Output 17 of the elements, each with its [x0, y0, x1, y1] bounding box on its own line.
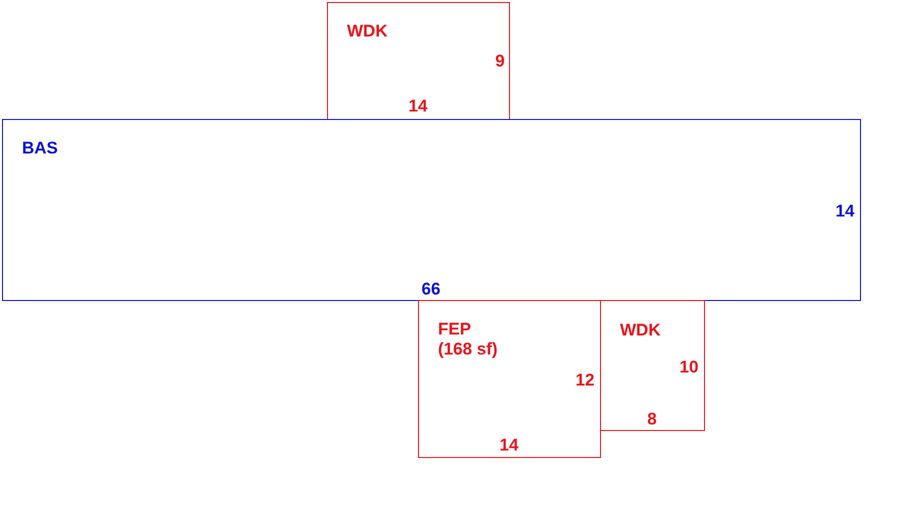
dimension-label: 8 [647, 410, 657, 428]
area-size: (168 sf) [438, 340, 498, 358]
dimension-label: 12 [576, 370, 594, 390]
room-outline [418, 300, 601, 458]
dimension-label: 14 [836, 202, 854, 220]
area-label: WDK [347, 22, 388, 40]
room-outline [600, 300, 705, 431]
dimension-label: 66 [422, 280, 440, 298]
dimension-label: 9 [495, 52, 505, 70]
area-label: WDK [620, 320, 661, 340]
dimension-label: 14 [408, 96, 428, 116]
area-label: BAS [22, 138, 58, 158]
room-outline [2, 119, 861, 301]
area-label: FEP [438, 320, 472, 338]
dimension-label: 14 [500, 436, 518, 454]
dimension-label: 10 [680, 358, 698, 376]
room-outline [327, 2, 510, 120]
